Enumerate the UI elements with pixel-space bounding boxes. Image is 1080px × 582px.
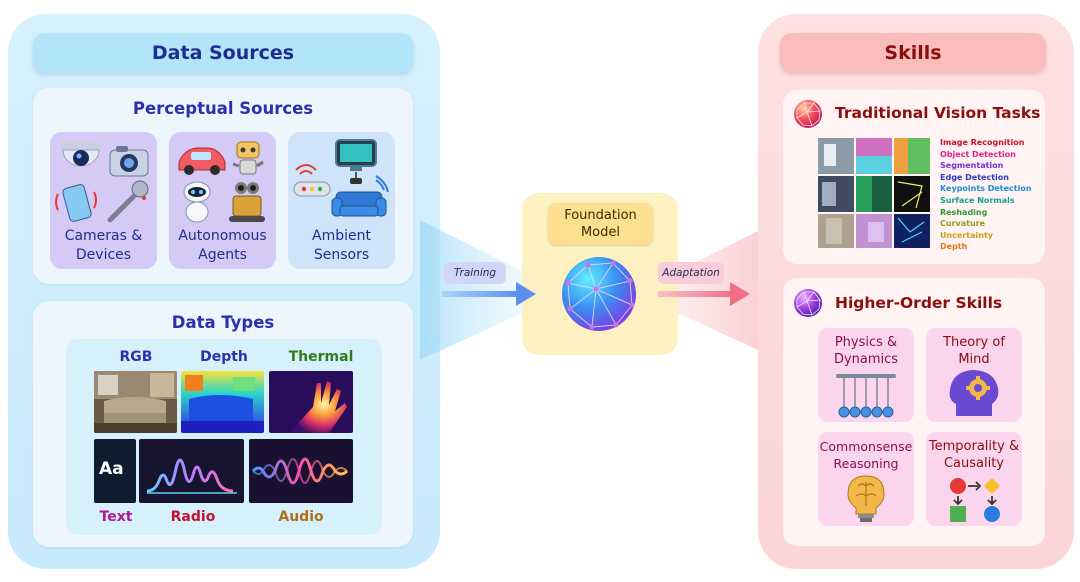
- newtons-cradle-icon: [836, 374, 896, 418]
- task-uncertainty: Uncertainty: [940, 230, 994, 240]
- training-label: Training: [444, 262, 506, 284]
- temporality-causality-label: Temporality & Causality: [928, 439, 1020, 471]
- text-label: Text: [99, 509, 133, 525]
- task-segmentation: Segmentation: [940, 161, 1004, 171]
- depth-label: Depth: [200, 349, 248, 365]
- commonsense-reasoning-box: Commonsense Reasoning: [818, 432, 914, 526]
- task-surface-normals: Surface Normals: [940, 195, 1015, 205]
- adaptation-arrow: [658, 282, 750, 306]
- sensor-icon: [293, 139, 389, 217]
- radio-label: Radio: [170, 509, 216, 525]
- theory-of-mind-box: Theory of Mind: [926, 328, 1022, 422]
- autonomous-agents-label: Autonomous Agents: [178, 228, 267, 263]
- autonomous-agents-box: Autonomous Agents: [169, 132, 276, 269]
- task-image-recognition: Image Recognition: [940, 138, 1025, 147]
- task-depth: Depth: [940, 242, 968, 252]
- higher-order-skills-title: Higher-Order Skills: [835, 294, 1003, 312]
- task-object-detection: Object Detection: [940, 149, 1016, 159]
- brain-bulb-icon: [847, 475, 885, 522]
- ambient-sensors-label: Ambient Sensors: [312, 228, 371, 263]
- vision-tasks-image-grid: [818, 138, 930, 248]
- robot-icon: [178, 141, 265, 223]
- cameras-devices-box: Cameras & Devices: [50, 132, 157, 269]
- perceptual-sources-card: Perceptual Sources Cameras & Devices: [33, 88, 413, 284]
- data-types-title: Data Types: [171, 313, 275, 332]
- text-image: Aa: [94, 439, 136, 503]
- foundation-model-label: Foundation Model: [548, 203, 653, 245]
- rgb-label: RGB: [119, 349, 153, 365]
- perceptual-sources-title: Perceptual Sources: [132, 99, 314, 118]
- training-beam: [420, 220, 540, 360]
- traditional-vision-sphere-icon: [794, 100, 822, 128]
- task-curvature: Curvature: [940, 219, 986, 229]
- traditional-vision-tasks-title: Traditional Vision Tasks: [835, 104, 1041, 122]
- training-arrow: [442, 282, 536, 306]
- skills-title: Skills: [780, 33, 1046, 73]
- task-keypoints-detection: Keypoints Detection: [940, 184, 1032, 194]
- radio-image: [139, 439, 244, 503]
- data-sources-title: Data Sources: [33, 33, 413, 73]
- audio-image: [249, 439, 353, 503]
- text-tile-glyph: Aa: [99, 459, 124, 479]
- data-types-grid: RGB Depth Thermal: [66, 339, 382, 535]
- ambient-sensors-box: Ambient Sensors: [288, 132, 395, 269]
- thermal-label: Thermal: [288, 349, 354, 365]
- adaptation-label: Adaptation: [658, 262, 724, 284]
- rgb-image: [94, 371, 177, 433]
- theory-of-mind-label: Theory of Mind: [943, 335, 1005, 367]
- temporality-causality-box: Temporality & Causality: [926, 432, 1022, 526]
- head-gear-icon: [949, 370, 999, 416]
- task-edge-detection: Edge Detection: [940, 172, 1009, 182]
- commonsense-reasoning-label: Commonsense Reasoning: [819, 439, 913, 471]
- higher-order-sphere-icon: [794, 289, 822, 317]
- flowchart-icon: [950, 478, 1000, 522]
- camera-device-icon: [55, 142, 149, 223]
- data-types-card: Data Types RGB Depth Thermal: [33, 301, 413, 547]
- foundation-model-sphere-icon: [562, 257, 636, 331]
- physics-dynamics-label: Physics & Dynamics: [833, 335, 899, 367]
- task-reshading: Reshading: [940, 207, 988, 217]
- thermal-image: [269, 371, 353, 433]
- adaptation-beam: [660, 220, 780, 360]
- vision-task-list: Image Recognition Object Detection Segme…: [940, 137, 1032, 253]
- physics-dynamics-box: Physics & Dynamics: [818, 328, 914, 422]
- cameras-devices-label: Cameras & Devices: [64, 228, 143, 263]
- audio-label: Audio: [278, 509, 324, 525]
- depth-image: [181, 371, 264, 433]
